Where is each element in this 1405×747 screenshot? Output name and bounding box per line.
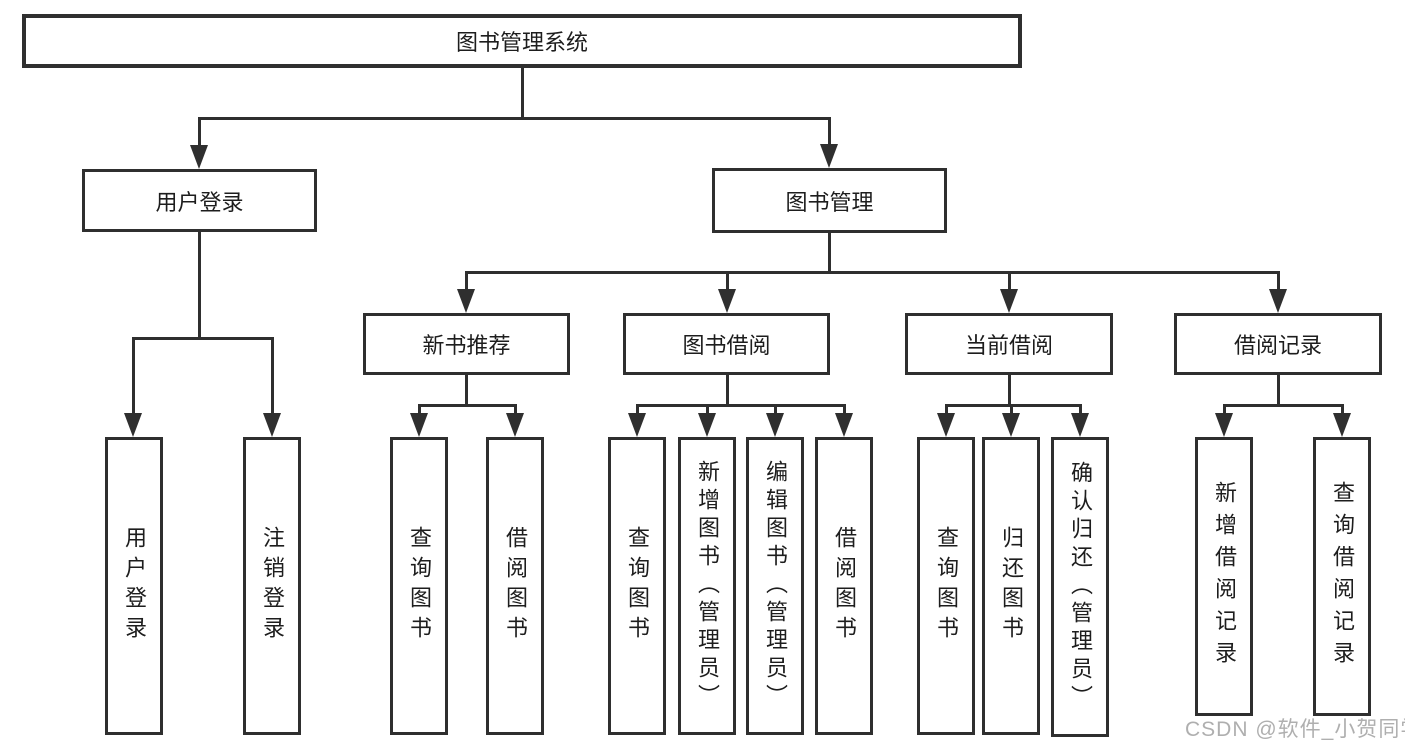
- connector-record-stem-2: [1341, 404, 1344, 413]
- node-new-book-recommend-label: 新书推荐: [422, 333, 511, 358]
- leaf-borrow-query-book-label: 查询图书: [625, 526, 650, 646]
- connector-root-vline: [521, 66, 524, 117]
- connector-mgmt-stem-1: [465, 271, 468, 289]
- node-borrow-record: 借阅记录: [1174, 313, 1382, 375]
- leaf-confirm-return-admin: 确认归还（管理员）: [1051, 437, 1109, 737]
- leaf-current-query-book-label: 查询图书: [934, 526, 959, 646]
- arrowhead-to-book-mgmt: [820, 144, 838, 168]
- node-book-borrow-label: 图书借阅: [682, 333, 771, 358]
- arrowhead-current-leaf-2: [1002, 413, 1020, 437]
- connector-current-stem-3: [1079, 404, 1082, 413]
- arrowhead-to-login-leaf: [124, 413, 142, 437]
- arrowhead-current-leaf-1: [937, 413, 955, 437]
- arrowhead-borrow-leaf-3: [766, 413, 784, 437]
- leaf-edit-book-admin: 编辑图书（管理员）: [746, 437, 804, 735]
- arrowhead-borrow-leaf-4: [835, 413, 853, 437]
- leaf-add-book-admin-label: 新增图书（管理员）: [695, 460, 720, 712]
- arrowhead-record-leaf-2: [1333, 413, 1351, 437]
- arrowhead-to-book-borrow: [718, 289, 736, 313]
- node-borrow-record-label: 借阅记录: [1233, 333, 1322, 358]
- connector-newrec-stem-2: [514, 404, 517, 413]
- connector-newrec-hline: [418, 404, 517, 407]
- connector-mgmt-stem-2: [726, 271, 729, 289]
- leaf-logout-label: 注销登录: [260, 526, 285, 646]
- connector-current-stem-2: [1010, 404, 1013, 413]
- connector-newrec-stem-1: [418, 404, 421, 413]
- arrowhead-newrec-leaf-1: [410, 413, 428, 437]
- connector-current-stem-1: [945, 404, 948, 413]
- connector-root-stem-left: [198, 117, 201, 145]
- node-current-borrow: 当前借阅: [905, 313, 1113, 375]
- connector-login-stem-2: [271, 337, 274, 413]
- arrowhead-to-user-login: [190, 145, 208, 169]
- leaf-borrow-book-label: 借阅图书: [832, 526, 857, 646]
- connector-login-vline: [198, 232, 201, 337]
- connector-mgmt-vline: [828, 233, 831, 271]
- connector-record-stem-1: [1223, 404, 1226, 413]
- connector-newrec-vline: [465, 375, 468, 404]
- leaf-user-login: 用户登录: [105, 437, 163, 735]
- leaf-query-borrow-record-label: 查询借阅记录: [1330, 480, 1355, 673]
- arrowhead-record-leaf-1: [1215, 413, 1233, 437]
- node-library-system: 图书管理系统: [22, 14, 1022, 68]
- node-user-login: 用户登录: [82, 169, 317, 232]
- leaf-current-query-book: 查询图书: [917, 437, 975, 735]
- leaf-query-borrow-record: 查询借阅记录: [1313, 437, 1371, 716]
- node-book-mgmt: 图书管理: [712, 168, 947, 233]
- connector-login-hline: [132, 337, 274, 340]
- connector-record-hline: [1223, 404, 1344, 407]
- leaf-newrec-query-book-label: 查询图书: [407, 526, 432, 646]
- connector-mgmt-stem-3: [1008, 271, 1011, 289]
- leaf-return-book-label: 归还图书: [999, 526, 1024, 646]
- connector-root-stem-right: [828, 117, 831, 144]
- connector-borrow-stem-1: [636, 404, 639, 413]
- leaf-borrow-query-book: 查询图书: [608, 437, 666, 735]
- connector-mgmt-hline: [465, 271, 1280, 274]
- connector-borrow-stem-4: [843, 404, 846, 413]
- connector-mgmt-stem-4: [1277, 271, 1280, 289]
- csdn-watermark: CSDN @软件_小贺同学: [1185, 718, 1405, 741]
- connector-login-stem-1: [132, 337, 135, 413]
- arrowhead-to-logout-leaf: [263, 413, 281, 437]
- leaf-newrec-query-book: 查询图书: [390, 437, 448, 735]
- arrowhead-to-current-borrow: [1000, 289, 1018, 313]
- arrowhead-current-leaf-3: [1071, 413, 1089, 437]
- connector-borrow-stem-2: [706, 404, 709, 413]
- leaf-borrow-book: 借阅图书: [815, 437, 873, 735]
- arrowhead-borrow-leaf-2: [698, 413, 716, 437]
- leaf-logout: 注销登录: [243, 437, 301, 735]
- leaf-edit-book-admin-label: 编辑图书（管理员）: [763, 460, 788, 712]
- connector-root-hline: [198, 117, 831, 120]
- node-book-mgmt-label: 图书管理: [785, 189, 874, 215]
- connector-current-vline: [1008, 375, 1011, 404]
- leaf-add-book-admin: 新增图书（管理员）: [678, 437, 736, 735]
- leaf-user-login-label: 用户登录: [122, 526, 147, 646]
- leaf-add-borrow-record-label: 新增借阅记录: [1212, 480, 1237, 673]
- connector-borrow-stem-3: [774, 404, 777, 413]
- leaf-newrec-borrow-book: 借阅图书: [486, 437, 544, 735]
- node-current-borrow-label: 当前借阅: [964, 333, 1053, 358]
- arrowhead-borrow-leaf-1: [628, 413, 646, 437]
- node-book-borrow: 图书借阅: [623, 313, 830, 375]
- arrowhead-newrec-leaf-2: [506, 413, 524, 437]
- leaf-add-borrow-record: 新增借阅记录: [1195, 437, 1253, 716]
- arrowhead-to-new-rec: [457, 289, 475, 313]
- leaf-confirm-return-admin-label: 确认归还（管理员）: [1068, 461, 1093, 713]
- arrowhead-to-borrow-record: [1269, 289, 1287, 313]
- node-library-system-label: 图书管理系统: [455, 30, 588, 55]
- leaf-return-book: 归还图书: [982, 437, 1040, 735]
- node-new-book-recommend: 新书推荐: [363, 313, 570, 375]
- connector-record-vline: [1277, 375, 1280, 404]
- connector-borrow-hline: [636, 404, 846, 407]
- connector-current-hline: [945, 404, 1082, 407]
- leaf-newrec-borrow-book-label: 借阅图书: [503, 526, 528, 646]
- connector-borrow-vline: [726, 375, 729, 404]
- node-user-login-label: 用户登录: [155, 189, 244, 215]
